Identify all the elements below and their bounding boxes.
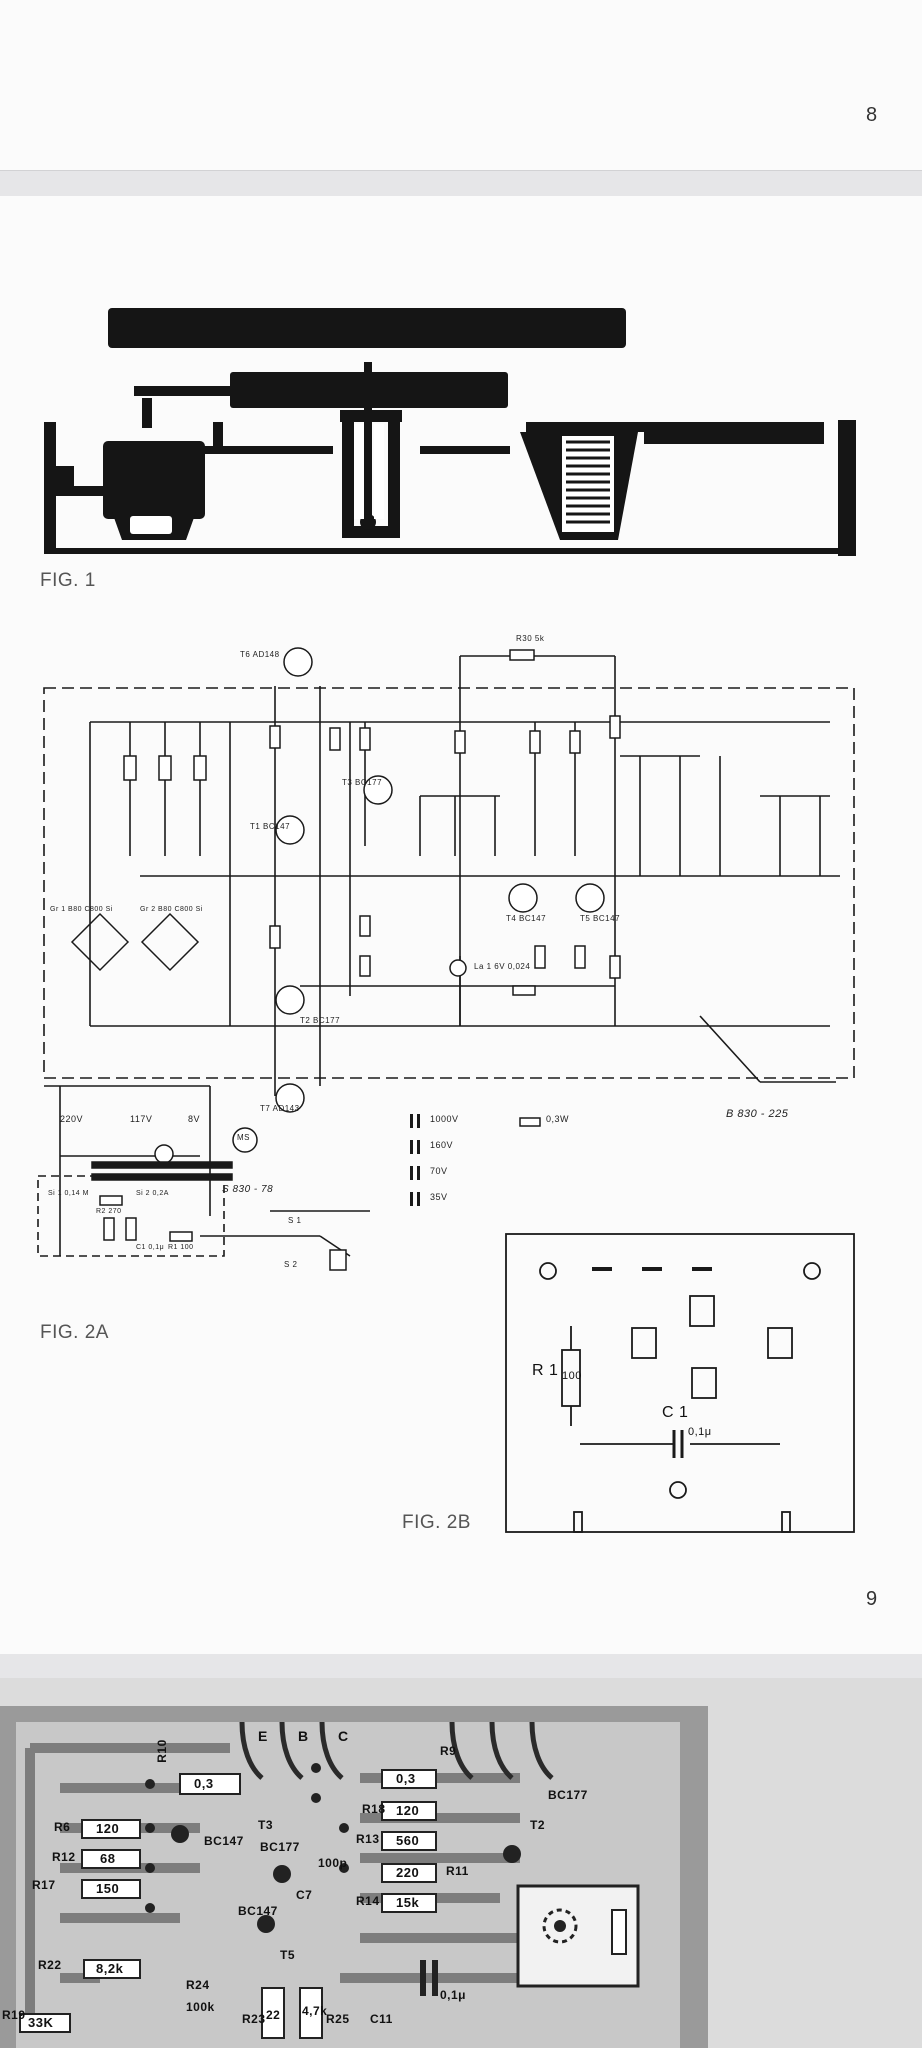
schematic-s1: S 1 xyxy=(288,1216,302,1225)
fig1-spring-lines xyxy=(566,440,610,524)
pcb-lbl-100p: 100p xyxy=(318,1856,348,1870)
pcb-lbl-b: B xyxy=(298,1728,309,1744)
page-number-9: 9 xyxy=(866,1588,878,1610)
pcb-lbl-r11: R11 xyxy=(446,1864,469,1878)
pcb-lbl-01u: 0,1μ xyxy=(440,1988,467,2002)
fig2b-pcb xyxy=(505,1233,855,1533)
page-8: 8 xyxy=(0,0,922,171)
pcb-lbl-100k: 100k xyxy=(186,2000,215,2014)
pcb-lbl-120-a: 120 xyxy=(96,1821,120,1836)
schematic-r30: R30 5k xyxy=(516,634,545,643)
schematic-ref-s830: S 830 - 78 xyxy=(222,1184,274,1195)
fig2a-bridges xyxy=(70,912,200,972)
pcb-c1-label: C 1 xyxy=(662,1404,689,1421)
page-number-8: 8 xyxy=(866,104,878,126)
schematic-tap-117v: 117V xyxy=(130,1114,153,1124)
pcb-lbl-c7: C7 xyxy=(296,1888,313,1902)
pcb-lbl-82k: 8,2k xyxy=(96,1961,124,1976)
schematic-motor: MS xyxy=(237,1133,250,1142)
pcb-lbl-r10: R10 xyxy=(154,1739,169,1763)
pcb-lbl-e: E xyxy=(258,1728,268,1744)
schematic-t1: T1 BC147 xyxy=(250,822,291,831)
pcb-lbl-r14: R14 xyxy=(356,1894,380,1908)
pcb-lbl-bc177-a: BC177 xyxy=(260,1840,300,1854)
pcb-lbl-560: 560 xyxy=(396,1833,420,1848)
pcb-lbl-68: 68 xyxy=(100,1851,116,1866)
pcb-lbl-r6: R6 xyxy=(54,1820,71,1834)
pcb-lbl-r12: R12 xyxy=(52,1850,76,1864)
schematic-ref-b830: B 830 - 225 xyxy=(726,1108,789,1120)
pcb-lbl-03-a: 0,3 xyxy=(194,1776,214,1791)
schematic-t5: T5 BC147 xyxy=(580,914,621,923)
pcb-r1-value: 100 xyxy=(562,1370,582,1382)
pcb-lbl-03-b: 0,3 xyxy=(396,1771,416,1786)
legend-1000v: 1000V xyxy=(430,1114,459,1124)
schematic-r2: R2 270 xyxy=(96,1208,122,1215)
schematic-t7: T7 AD143 xyxy=(260,1104,300,1113)
page-9: FIG. 1 FIG. 2A FIG. 2B B 830 - 225 S 830… xyxy=(0,196,922,1654)
fig1-drawing xyxy=(37,308,856,1533)
pcb-lbl-r18: R18 xyxy=(362,1802,386,1816)
pcb-r1-label: R 1 xyxy=(532,1362,559,1379)
schematic-t2: T2 BC177 xyxy=(300,1016,341,1025)
pcb-lbl-r9: R9 xyxy=(440,1744,457,1758)
schematic-t4: T4 BC147 xyxy=(506,914,547,923)
page-pcb-layout: R10 0,3 R6 120 R12 68 R17 150 BC147 T3 B… xyxy=(0,1678,922,2048)
schematic-gr2: Gr 2 B80 C800 Si xyxy=(140,906,203,913)
schematic-tap-220v: 220V xyxy=(60,1114,84,1124)
pcb-lbl-33k: 33K xyxy=(28,2015,54,2030)
schematic-r1: R1 100 xyxy=(168,1244,194,1251)
legend-70v: 70V xyxy=(430,1166,448,1176)
pcb-lbl-t2: T2 xyxy=(530,1818,546,1832)
schematic-si1: Si 1 0,14 M xyxy=(48,1190,89,1197)
schematic-lamp: La 1 6V 0,024 xyxy=(474,962,531,971)
pcb-lbl-22: 22 xyxy=(266,2008,281,2022)
schematic-t3: T3 BC177 xyxy=(342,778,383,787)
schematic-s2: S 2 xyxy=(284,1260,298,1269)
legend-160v: 160V xyxy=(430,1140,454,1150)
pcb-lbl-bc147-b: BC147 xyxy=(238,1904,278,1918)
legend-03w: 0,3W xyxy=(546,1114,570,1124)
pcb-lbl-220: 220 xyxy=(396,1865,420,1880)
fig1-label: FIG. 1 xyxy=(40,570,96,591)
fig2a-legend-caps xyxy=(410,1114,420,1206)
schematic-gr1: Gr 1 B80 C800 Si xyxy=(50,906,113,913)
fig1-mechanism xyxy=(44,308,856,556)
pcb-lbl-c11: C11 xyxy=(370,2012,393,2026)
fig2a-components xyxy=(91,647,621,1271)
legend-35v: 35V xyxy=(430,1192,448,1202)
schematic-c1: C1 0,1μ xyxy=(136,1244,165,1251)
pcb-lbl-r22: R22 xyxy=(38,1958,62,1972)
pcb-lbl-t3: T3 xyxy=(258,1818,274,1832)
pcb-lbl-bc147-a: BC147 xyxy=(204,1834,244,1848)
pcb-lbl-47k: 4,7k xyxy=(302,2004,328,2018)
pcb-lbl-bc177-b: BC177 xyxy=(548,1788,588,1802)
pcb-lbl-t5: T5 xyxy=(280,1948,296,1962)
pcb-layout-drawing xyxy=(0,1678,922,2048)
pcb-lbl-15k: 15k xyxy=(396,1895,420,1910)
schematic-si2: Si 2 0,2A xyxy=(136,1190,169,1197)
pcb-lbl-r19: R19 xyxy=(2,2008,26,2022)
pcb-lbl-150: 150 xyxy=(96,1881,120,1896)
pcb-lbl-r24: R24 xyxy=(186,1978,210,1992)
fig2a-label: FIG. 2A xyxy=(40,1322,109,1343)
pcb-lbl-r25: R25 xyxy=(326,2012,350,2026)
schematic-t6: T6 AD148 xyxy=(240,650,280,659)
pcb-c1-value: 0,1μ xyxy=(688,1426,712,1438)
pcb-lbl-r17: R17 xyxy=(32,1878,56,1892)
pcb-lbl-c: C xyxy=(338,1728,349,1744)
pcb-lbl-r23: R23 xyxy=(242,2012,266,2026)
fig1-details xyxy=(130,424,614,534)
pcb-lbl-120-b: 120 xyxy=(396,1803,420,1818)
schematic-tap-8v: 8V xyxy=(188,1114,201,1124)
pcb-lbl-r13: R13 xyxy=(356,1832,380,1846)
fig2b-label: FIG. 2B xyxy=(402,1512,471,1533)
